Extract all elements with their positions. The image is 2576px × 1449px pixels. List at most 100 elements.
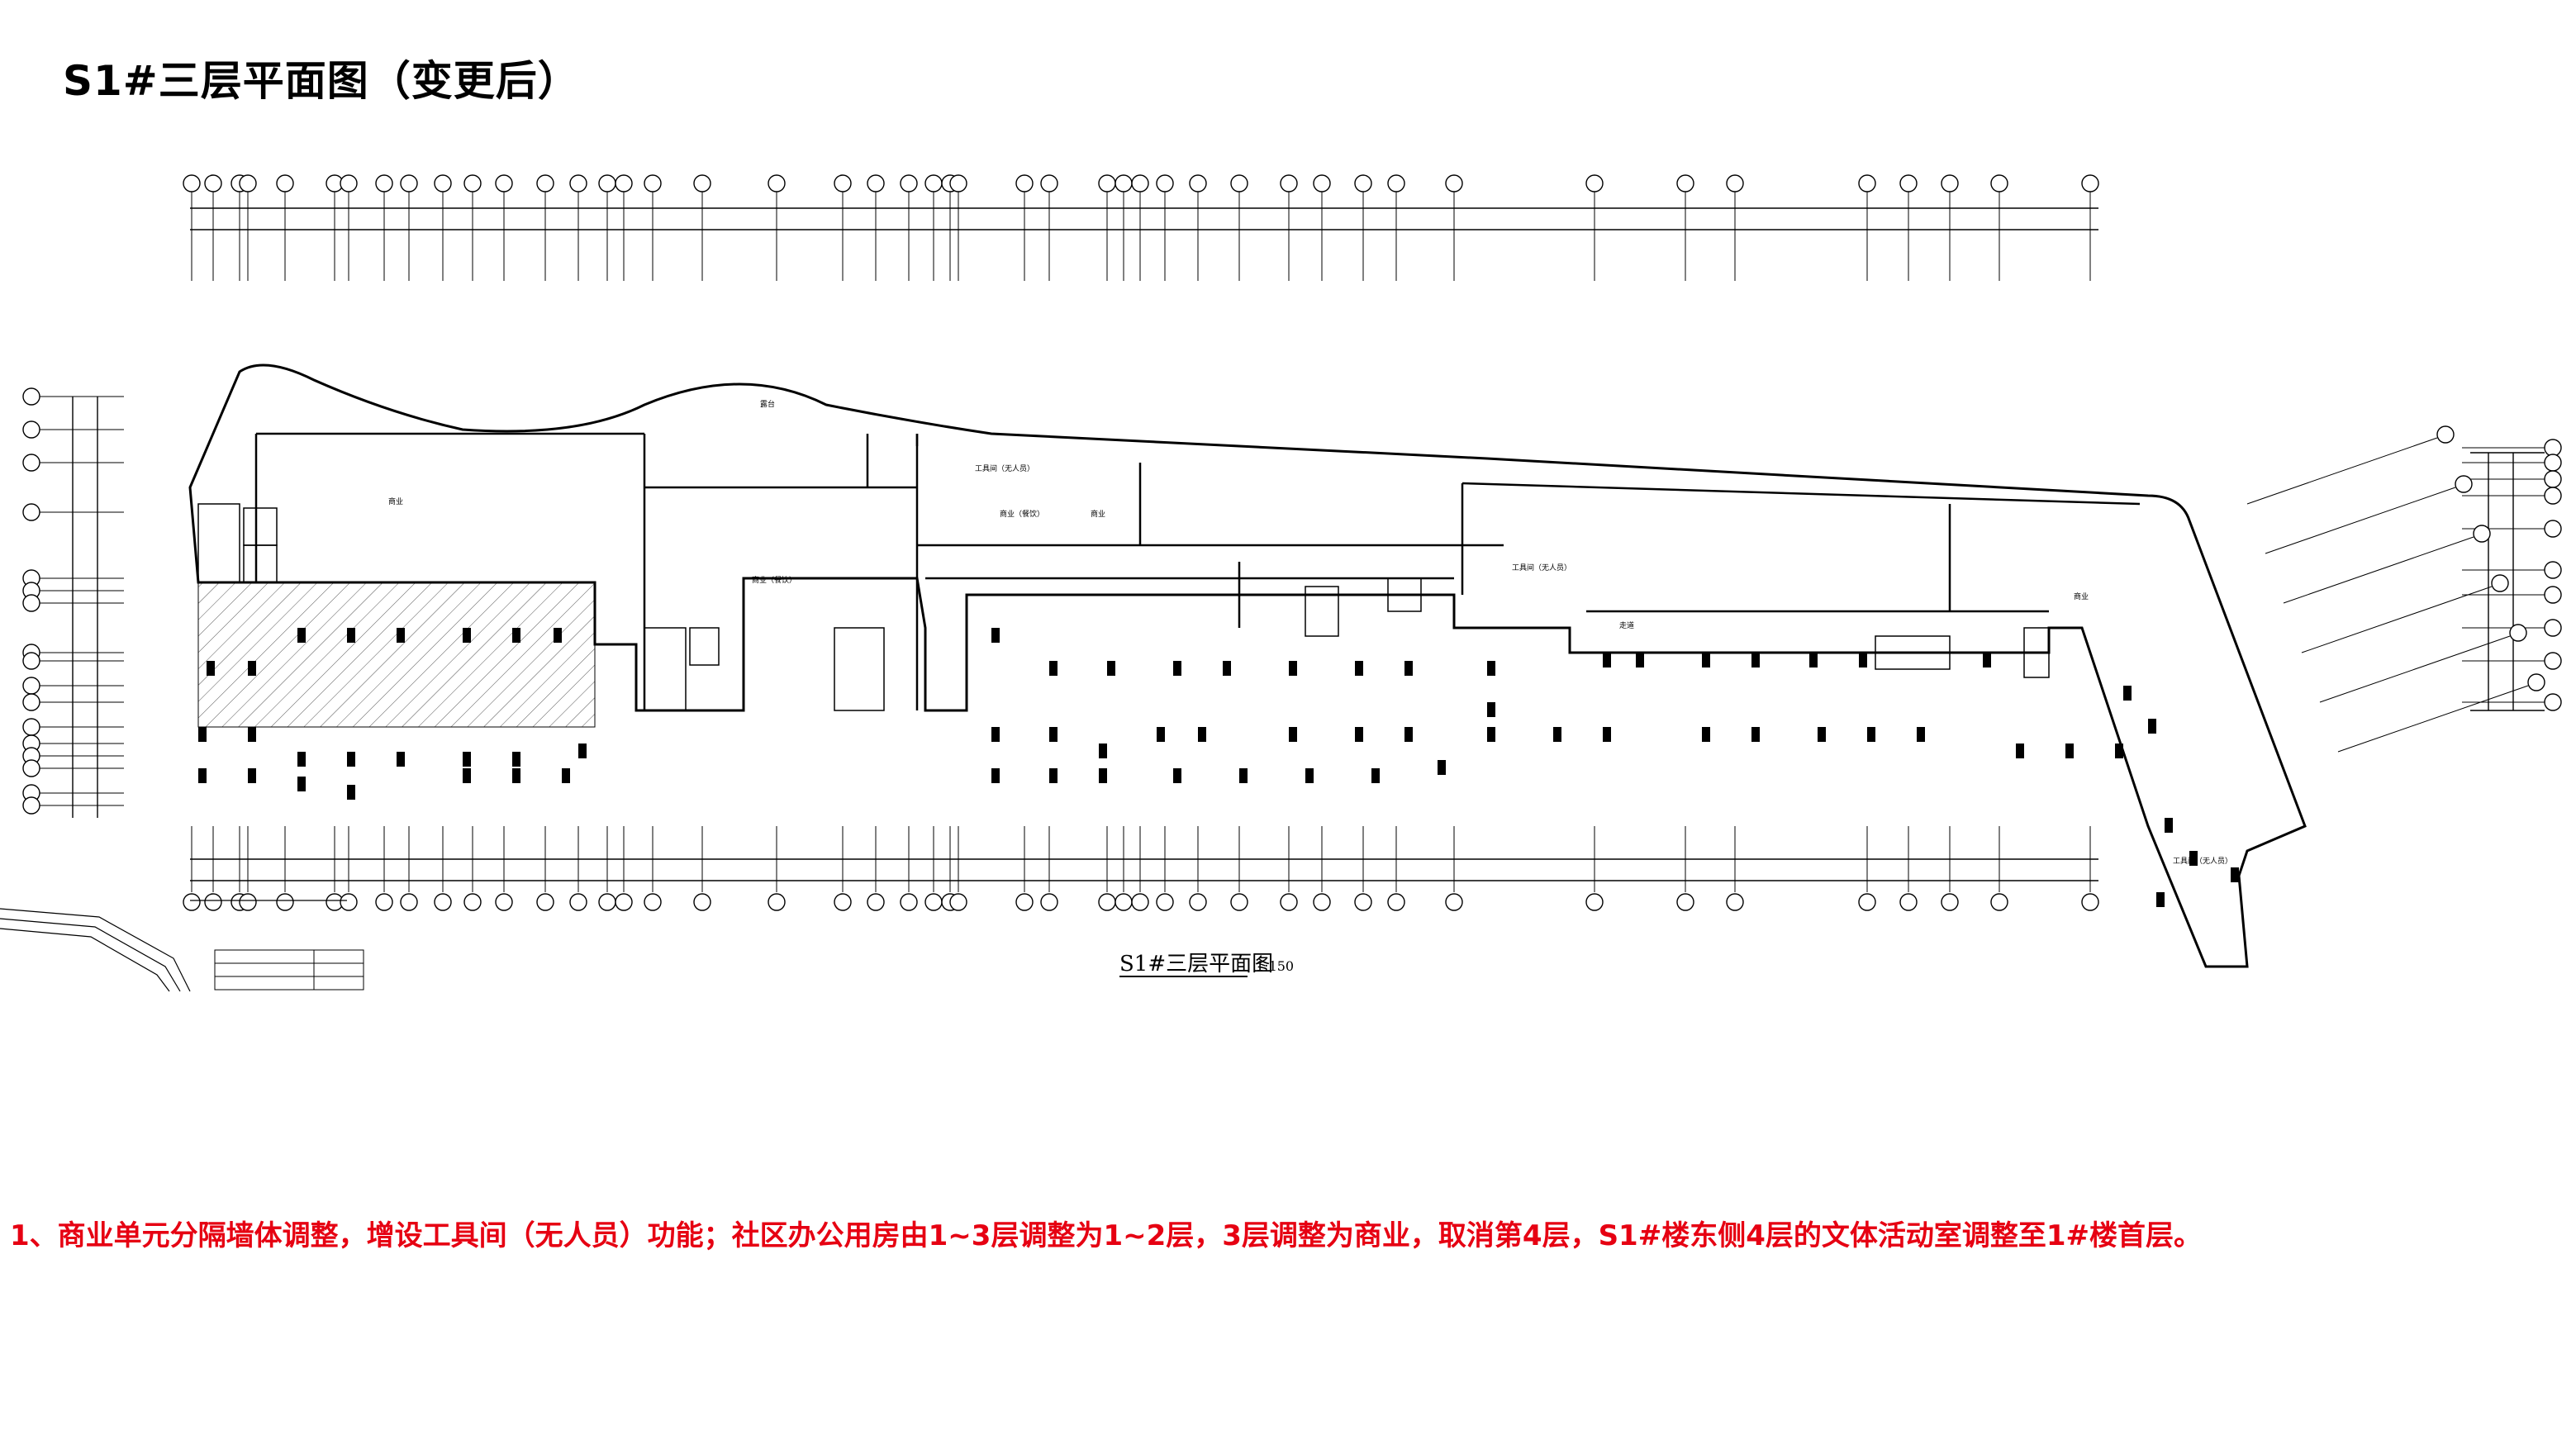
column — [1983, 653, 1991, 667]
grid-bubble — [1230, 174, 1248, 192]
column — [512, 628, 520, 643]
column — [1404, 661, 1413, 676]
column — [1809, 653, 1818, 667]
column — [512, 752, 520, 767]
room-label: 露台 — [760, 399, 775, 409]
grid-bubble — [924, 893, 943, 911]
grid-bubble — [900, 174, 918, 192]
column — [248, 727, 256, 742]
grid-bubble — [1098, 174, 1116, 192]
grid-bubble — [2455, 475, 2473, 493]
column — [347, 628, 355, 643]
grid-bubble — [834, 893, 852, 911]
building-outline — [188, 363, 2307, 968]
grid-bubble — [1726, 174, 1744, 192]
grid-bubble — [1387, 174, 1405, 192]
column — [463, 752, 471, 767]
column — [1355, 661, 1363, 676]
grid-bubble — [183, 174, 201, 192]
column — [1702, 653, 1710, 667]
grid-bubble — [2544, 487, 2562, 505]
column — [1636, 653, 1644, 667]
grid-bubble — [693, 174, 711, 192]
grid-bubble — [867, 893, 885, 911]
column — [512, 768, 520, 783]
column — [2148, 719, 2156, 734]
grid-bubble — [1899, 893, 1918, 911]
legend-table — [214, 949, 364, 991]
column — [1157, 727, 1165, 742]
grid-bubble — [495, 174, 513, 192]
grid-bubble — [2544, 454, 2562, 472]
column — [578, 744, 587, 758]
plan-scale: 1:150 — [1256, 958, 1294, 974]
room-label: 工具间（无人员） — [2173, 856, 2232, 866]
column — [1173, 661, 1181, 676]
grid-bubble — [1676, 893, 1694, 911]
column — [1099, 768, 1107, 783]
grid-line — [2337, 685, 2529, 753]
grid-bubble — [463, 893, 482, 911]
grid-bubble — [1131, 893, 1149, 911]
column — [248, 661, 256, 676]
column — [2065, 744, 2074, 758]
column — [1049, 727, 1057, 742]
grid-bubble — [1445, 174, 1463, 192]
grid-bubble — [2491, 574, 2509, 592]
grid-bubble — [1941, 174, 1959, 192]
column — [297, 628, 306, 643]
grid-bubble — [1131, 174, 1149, 192]
column — [1603, 727, 1611, 742]
column — [397, 628, 405, 643]
plan-caption: S1#三层平面图 — [1119, 952, 1273, 976]
grid-bubble — [1115, 174, 1133, 192]
column — [991, 768, 1000, 783]
column — [1239, 768, 1248, 783]
grid-bubble — [22, 454, 40, 472]
column — [207, 661, 215, 676]
column — [991, 727, 1000, 742]
grid-bubble — [615, 893, 633, 911]
column — [463, 628, 471, 643]
column — [1487, 727, 1495, 742]
grid-bubble — [1990, 893, 2008, 911]
grid-bubble — [1189, 893, 1207, 911]
column — [1099, 744, 1107, 758]
grid-bubble — [239, 174, 257, 192]
grid-bubble — [1189, 174, 1207, 192]
room-label: 商业（餐饮） — [752, 575, 796, 585]
grid-line — [2319, 635, 2511, 703]
top-grid-ticks — [191, 192, 2091, 281]
bottom-dimension-chain — [190, 858, 2098, 881]
grid-bubble — [867, 174, 885, 192]
column — [1305, 768, 1314, 783]
grid-bubble — [2436, 425, 2455, 444]
column — [1173, 768, 1181, 783]
grid-bubble — [22, 420, 40, 439]
grid-bubble — [1726, 893, 1744, 911]
grid-bubble — [1230, 893, 1248, 911]
column — [248, 768, 256, 783]
grid-bubble — [375, 174, 393, 192]
grid-bubble — [375, 893, 393, 911]
grid-bubble — [536, 893, 554, 911]
grid-bubble — [239, 893, 257, 911]
grid-bubble — [1387, 893, 1405, 911]
grid-bubble — [569, 174, 587, 192]
column — [347, 785, 355, 800]
grid-bubble — [2081, 893, 2099, 911]
column — [1818, 727, 1826, 742]
column — [1867, 727, 1875, 742]
grid-bubble — [949, 893, 967, 911]
grid-bubble — [2544, 586, 2562, 604]
site-terrain-lines — [0, 900, 347, 992]
column — [2123, 686, 2132, 701]
structural-columns — [198, 628, 2239, 907]
hatched-zone — [197, 582, 596, 728]
top-dimension-chain — [190, 207, 2098, 230]
grid-bubble — [340, 174, 358, 192]
column — [2231, 867, 2239, 882]
column — [2156, 892, 2165, 907]
grid-bubble — [204, 174, 222, 192]
grid-bubble — [183, 893, 201, 911]
